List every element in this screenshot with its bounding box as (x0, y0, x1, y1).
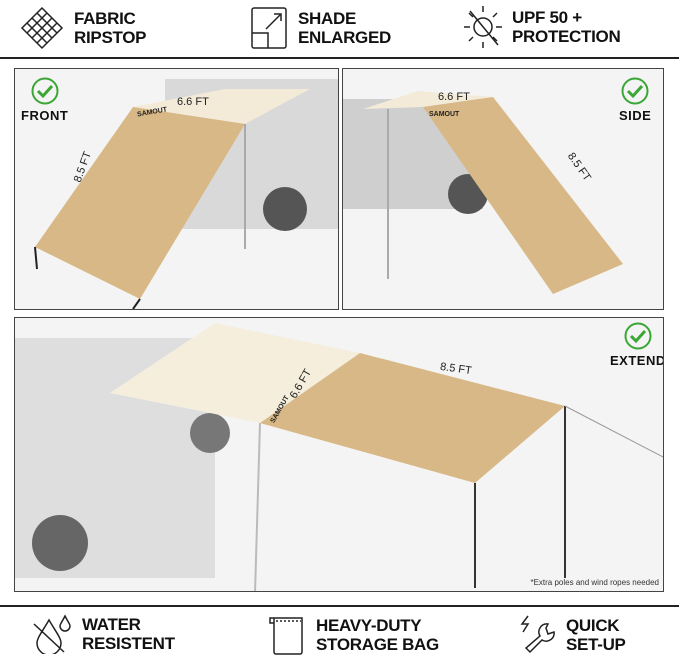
water-drop-icon (33, 614, 71, 654)
feature-line1: QUICK (566, 616, 620, 635)
width-dimension: 6.6 FT (177, 96, 209, 108)
feature-line1: UPF 50 + (512, 8, 582, 27)
feature-line2: PROTECTION (512, 27, 621, 46)
front-badge: FRONT (21, 77, 68, 123)
check-circle-icon (621, 77, 649, 105)
view-label: EXTEND (610, 353, 664, 368)
panel-front: FRONT 6.6 FT 8.5 FT SAMOUT (14, 68, 339, 310)
feature-upf-protection: UPF 50 +PROTECTION (462, 3, 621, 51)
extend-awning-illustration (15, 323, 663, 591)
feature-line1: SHADE (298, 9, 357, 28)
panel-side: SIDE 6.6 FT 8.5 FT SAMOUT (342, 68, 664, 310)
side-badge: SIDE (619, 77, 651, 123)
divider (0, 57, 679, 59)
panel-extend: EXTEND 6.6 FT 8.5 FT SAMOUT *Extra poles… (14, 317, 664, 592)
feature-line1: HEAVY-DUTY (316, 616, 422, 635)
storage-bag-icon (269, 617, 303, 655)
feature-line2: RIPSTOP (74, 28, 147, 47)
feature-line2: SET-UP (566, 635, 626, 654)
front-awning-illustration (34, 79, 338, 309)
check-circle-icon (624, 322, 652, 350)
feature-line1: FABRIC (74, 9, 136, 28)
view-label: FRONT (21, 108, 69, 123)
feature-line1: WATER (82, 615, 141, 634)
extend-badge: EXTEND (610, 322, 664, 368)
feature-line2: STORAGE BAG (316, 635, 439, 654)
view-label: SIDE (619, 108, 652, 123)
feature-line2: ENLARGED (298, 28, 391, 47)
shade-enlarge-icon (251, 7, 287, 49)
sun-blocked-icon (464, 6, 502, 48)
check-circle-icon (31, 77, 59, 105)
ripstop-mesh-icon (20, 6, 64, 50)
side-awning-illustration (343, 91, 623, 294)
feature-line2: RESISTENT (82, 634, 175, 653)
quick-setup-wrench-icon (520, 615, 555, 654)
divider (0, 605, 679, 607)
width-dimension: 6.6 FT (438, 91, 470, 103)
extend-note: *Extra poles and wind ropes needed (530, 578, 659, 587)
brand-logo: SAMOUT (429, 111, 460, 118)
